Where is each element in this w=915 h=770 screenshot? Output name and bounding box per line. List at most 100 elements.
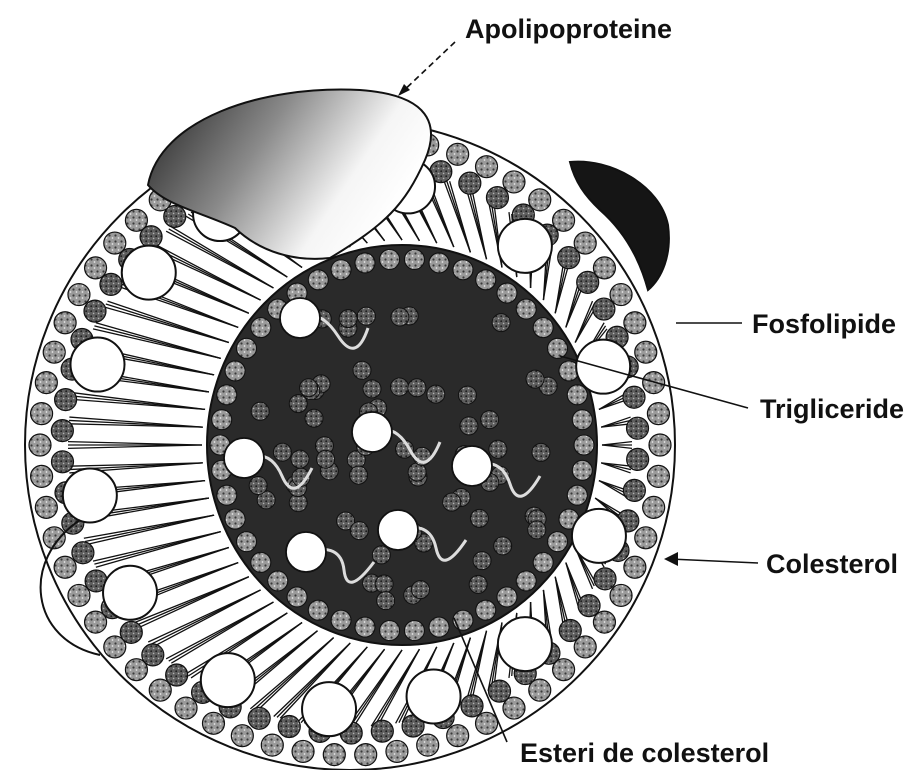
phospholipid-head <box>72 542 94 564</box>
inner-head <box>574 435 594 455</box>
core-molecule <box>443 493 461 511</box>
phospholipid-head <box>578 595 600 617</box>
inner-head <box>548 338 568 358</box>
cholesteryl-ester <box>286 532 326 572</box>
inner-head <box>404 621 424 641</box>
phospholipid-head <box>559 620 581 642</box>
phospholipid-head <box>29 434 51 456</box>
core-molecule <box>391 308 409 326</box>
core-molecule <box>489 440 507 458</box>
phospholipid-head <box>292 740 314 762</box>
core-molecule <box>273 443 291 461</box>
core-molecule <box>492 314 510 332</box>
core-molecule <box>528 521 546 539</box>
core-molecule <box>249 477 267 495</box>
cholesteryl-ester <box>352 412 392 452</box>
phospholipid-head <box>624 312 646 334</box>
inner-head <box>453 610 473 630</box>
phospholipid-head <box>261 734 283 756</box>
phospholipid-head <box>231 725 253 747</box>
phospholipid-head <box>647 403 669 425</box>
phospholipid-head <box>248 707 270 729</box>
phospholipid-head <box>447 143 469 165</box>
inner-head <box>476 270 496 290</box>
label-apolipoproteine: Apolipoproteine <box>465 14 672 44</box>
phospholipid-head <box>120 621 142 643</box>
inner-head <box>497 283 517 303</box>
core-molecule <box>377 592 395 610</box>
colesterol-leader <box>670 559 758 563</box>
inner-head <box>251 552 271 572</box>
phospholipid-head <box>175 697 197 719</box>
core-molecule <box>350 466 368 484</box>
inner-head <box>236 338 256 358</box>
phospholipid-head <box>31 465 53 487</box>
phospholipid-head <box>355 744 377 766</box>
inner-head <box>572 460 592 480</box>
core-molecule <box>408 379 426 397</box>
phospholipid-head <box>593 611 615 633</box>
core-molecule <box>470 509 488 527</box>
inner-head <box>516 299 536 319</box>
phospholipid-head <box>35 372 57 394</box>
core-molecule <box>350 522 368 540</box>
inner-head <box>308 270 328 290</box>
inner-head <box>212 410 232 430</box>
label-colesterol: Colesterol <box>766 549 898 579</box>
inner-head <box>331 610 351 630</box>
phospholipid-head <box>35 496 57 518</box>
core-molecule <box>300 379 318 397</box>
phospholipid-head <box>43 341 65 363</box>
phospholipid-head <box>486 187 508 209</box>
phospholipid-head <box>31 403 53 425</box>
phospholipid-head <box>54 556 76 578</box>
phospholipid-head <box>371 720 393 742</box>
core-molecule <box>363 380 381 398</box>
inner-head <box>355 617 375 637</box>
inner-head <box>548 532 568 552</box>
phospholipid-head <box>84 300 106 322</box>
inner-head <box>404 249 424 269</box>
cholesterol <box>302 682 356 736</box>
core-molecule <box>411 581 429 599</box>
phospholipid-head <box>85 257 107 279</box>
phospholipid-head <box>624 556 646 578</box>
core-molecule <box>460 417 478 435</box>
inner-head <box>217 385 237 405</box>
phospholipid-head <box>140 226 162 248</box>
phospholipid-head <box>55 389 77 411</box>
cholesterol <box>103 566 157 620</box>
phospholipid-head <box>649 434 671 456</box>
core-molecule <box>390 378 408 396</box>
phospholipid-head <box>476 156 498 178</box>
inner-head <box>533 318 553 338</box>
inner-head <box>236 532 256 552</box>
core-molecule <box>372 546 390 564</box>
phospholipid-head <box>202 712 224 734</box>
inner-head <box>567 485 587 505</box>
cholesterol <box>201 653 255 707</box>
phospholipid-head <box>68 284 90 306</box>
phospholipid-head <box>447 725 469 747</box>
phospholipid-head <box>386 740 408 762</box>
cholesteryl-ester <box>224 438 264 478</box>
phospholipid-head <box>623 386 645 408</box>
inner-head <box>380 621 400 641</box>
inner-head <box>429 617 449 637</box>
core-molecule <box>458 386 476 404</box>
core-molecule <box>305 409 323 427</box>
cholesterol <box>498 617 552 671</box>
inner-head <box>533 552 553 572</box>
colesterol-arrow <box>664 552 678 566</box>
core-molecule <box>469 575 487 593</box>
phospholipid-head <box>647 465 669 487</box>
core-molecule <box>251 402 269 420</box>
core-molecule <box>532 443 550 461</box>
phospholipid-head <box>627 448 649 470</box>
phospholipid-head <box>164 205 186 227</box>
cholesteryl-ester <box>280 298 320 338</box>
inner-head <box>251 318 271 338</box>
cholesteryl-ester <box>378 510 418 550</box>
core-molecule <box>357 307 375 325</box>
inner-head <box>355 253 375 273</box>
